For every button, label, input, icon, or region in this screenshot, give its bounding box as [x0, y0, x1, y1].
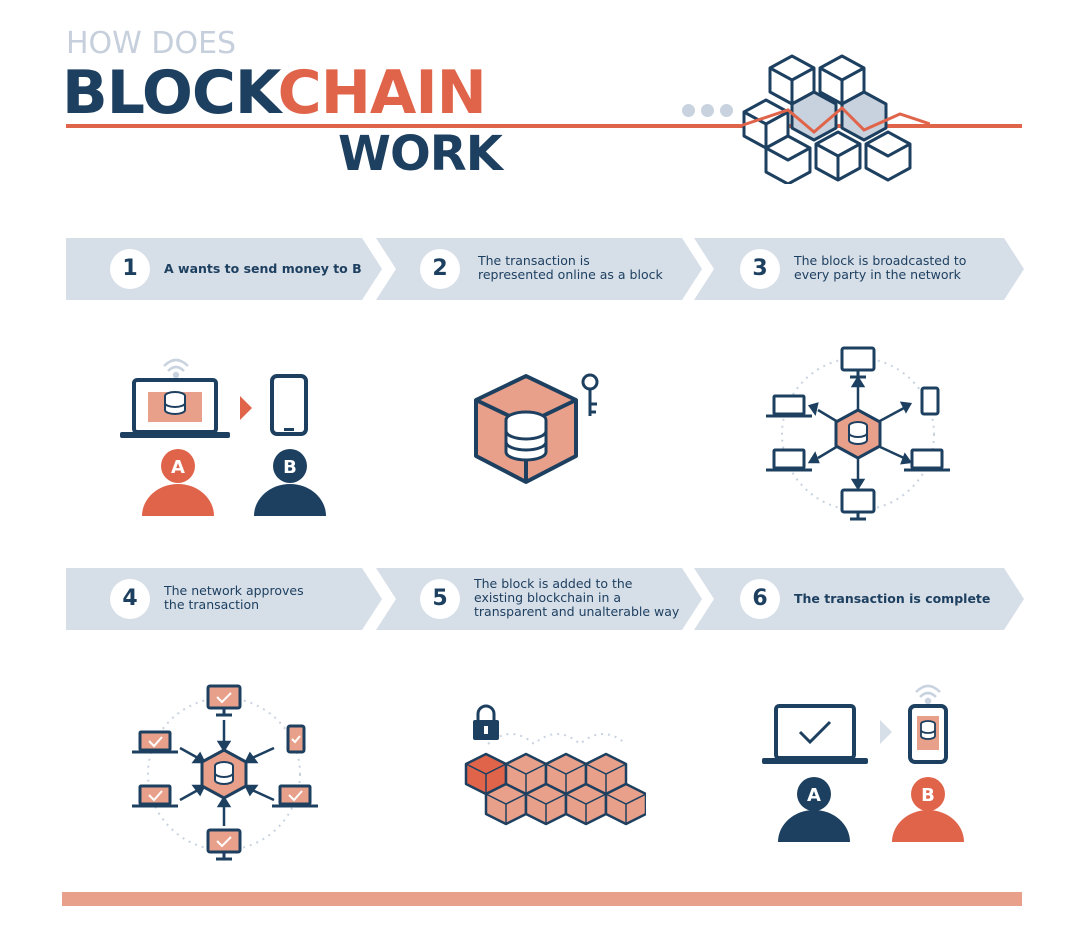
- database-icon: [848, 421, 868, 445]
- checkmark-icon: [148, 692, 303, 848]
- person-a-icon: [778, 777, 850, 842]
- illustration-approve: [132, 684, 318, 861]
- title-work: WORK: [338, 126, 503, 182]
- header-dot: [720, 104, 733, 117]
- step-line: A wants to send money to B: [164, 261, 362, 276]
- title-block: BLOCK: [62, 58, 279, 128]
- illustration-broadcast: [766, 346, 950, 521]
- step-line: existing blockchain in a: [474, 590, 622, 605]
- title-chain: CHAIN: [277, 58, 487, 128]
- step-number: 4: [110, 579, 150, 619]
- laptop-icon: [132, 724, 318, 808]
- header-dot: [701, 104, 714, 117]
- person-b-label: B: [283, 457, 297, 478]
- wifi-icon: [163, 358, 189, 379]
- laptop-icon: [766, 386, 950, 472]
- title-blockchain: BLOCKCHAIN: [62, 58, 487, 128]
- checkmark-icon: [798, 720, 832, 745]
- database-icon: [164, 391, 186, 415]
- step-number: 6: [740, 579, 780, 619]
- step-band-6: 6 The transaction is complete: [694, 568, 1024, 630]
- step-line: represented online as a block: [478, 267, 663, 282]
- person-a-icon: [142, 449, 214, 516]
- illustration-send-money: A B: [120, 358, 326, 516]
- person-b-label: B: [921, 785, 935, 806]
- step-line: The block is added to the: [474, 576, 633, 591]
- arrow-icon: [807, 375, 913, 491]
- step-band-1: 1 A wants to send money to B: [66, 238, 382, 300]
- wifi-icon: [915, 684, 941, 705]
- step-line: transparent and unalterable way: [474, 604, 680, 619]
- header-dot: [682, 104, 695, 117]
- lock-icon: [473, 704, 499, 740]
- header-rule: [66, 124, 1022, 128]
- step-text: The transaction is complete: [794, 592, 990, 606]
- step-line: the transaction: [164, 597, 260, 612]
- step-line: The transaction is: [478, 253, 590, 268]
- step-number: 5: [420, 579, 460, 619]
- person-b-icon: [254, 449, 326, 516]
- person-a-label: A: [171, 457, 185, 478]
- monitor-icon: [206, 684, 242, 861]
- step-number: 3: [740, 249, 780, 289]
- step-line: every party in the network: [794, 267, 961, 282]
- step-number: 2: [420, 249, 460, 289]
- step-text: A wants to send money to B: [164, 262, 362, 276]
- illustration-chain: [464, 704, 646, 826]
- header-cubes-icon: [739, 54, 930, 184]
- step-line: The block is broadcasted to: [794, 253, 967, 268]
- step-line: The network approves: [164, 583, 304, 598]
- illustration-complete: A B: [762, 684, 964, 842]
- phone-icon: [270, 374, 308, 436]
- database-icon: [214, 761, 234, 785]
- person-b-icon: [892, 777, 964, 842]
- arrow-icon: [880, 720, 892, 744]
- laptop-icon: [774, 704, 856, 760]
- illustration-block: [474, 373, 599, 484]
- key-icon: [581, 373, 599, 416]
- step-number: 1: [110, 249, 150, 289]
- database-icon: [504, 410, 548, 462]
- person-a-label: A: [807, 785, 821, 806]
- title-how-does: HOW DOES: [66, 26, 237, 61]
- step-line: The transaction is complete: [794, 591, 991, 606]
- footer-bar: [62, 892, 1022, 906]
- cube-icon: [464, 752, 646, 826]
- arrow-icon: [179, 720, 275, 826]
- arrow-icon: [240, 396, 252, 420]
- database-icon: [920, 720, 936, 740]
